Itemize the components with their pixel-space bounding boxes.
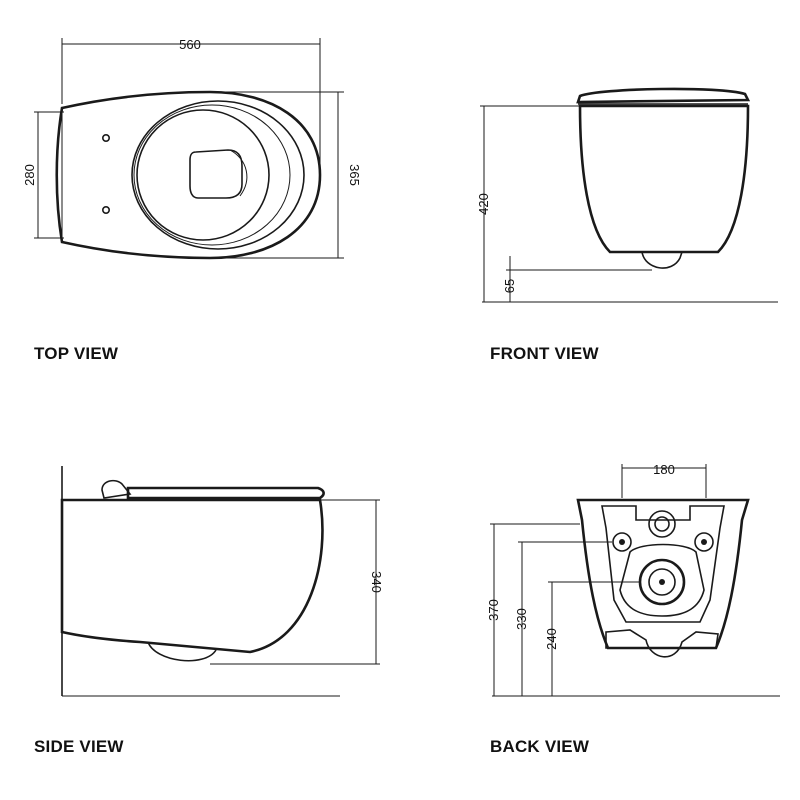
front-floor-offset-dim: 65	[502, 279, 517, 293]
front-height-dim: 420	[476, 193, 491, 215]
back-height-370-dim: 370	[486, 599, 501, 621]
front-view-title: FRONT VIEW	[490, 344, 599, 363]
top-view-title: TOP VIEW	[34, 344, 119, 363]
top-view-drawing	[34, 38, 344, 260]
back-spacing-dim: 180	[653, 462, 675, 477]
side-height-dim: 340	[369, 571, 384, 593]
back-view-title: BACK VIEW	[490, 737, 590, 756]
side-view-title: SIDE VIEW	[34, 737, 124, 756]
top-rear-width-dim: 280	[22, 164, 37, 186]
top-front-width-dim: 365	[347, 164, 362, 186]
front-view-drawing	[480, 87, 778, 303]
back-view-drawing	[490, 464, 780, 697]
back-height-240-dim: 240	[544, 628, 559, 650]
top-length-dim: 560	[179, 37, 201, 52]
side-view-drawing	[60, 466, 380, 697]
back-height-330-dim: 330	[514, 608, 529, 630]
